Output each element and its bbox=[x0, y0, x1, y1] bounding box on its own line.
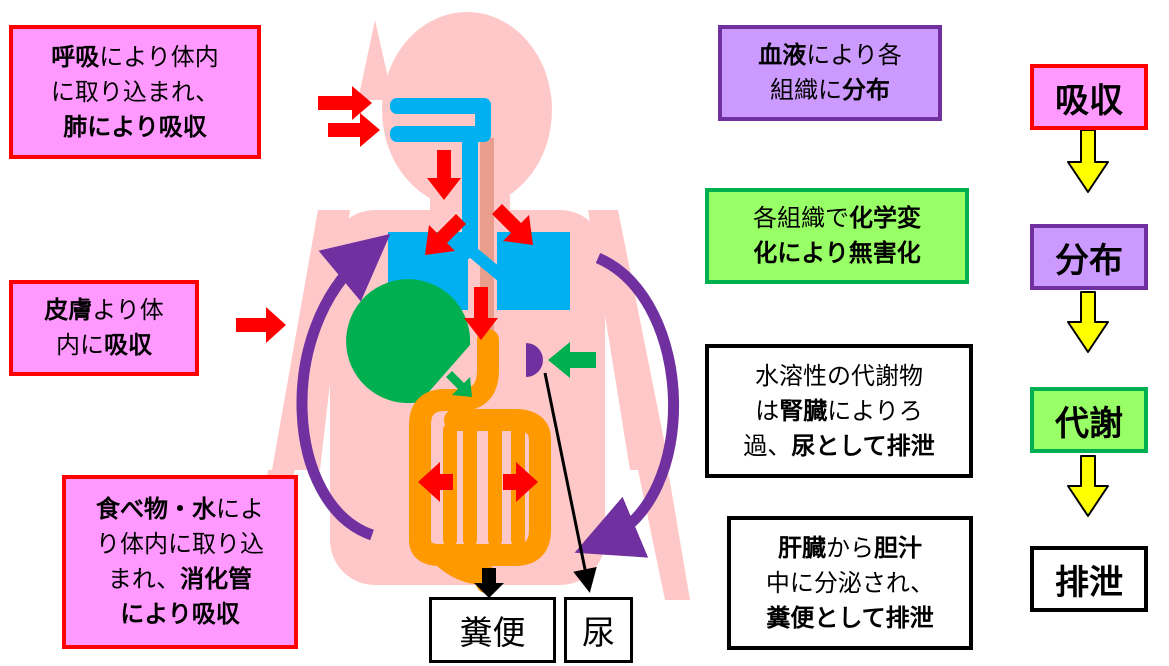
text-line: 中に分泌され、 bbox=[765, 568, 935, 597]
process-arrows bbox=[1067, 129, 1109, 517]
text-liver: 肝臓 bbox=[778, 533, 826, 562]
text-line: から bbox=[826, 533, 874, 562]
text-line: によ bbox=[216, 495, 264, 523]
text-line: によりろ bbox=[827, 396, 923, 425]
text-line: り体内に取り込 bbox=[96, 530, 264, 558]
stage-metabolism: 代謝 bbox=[1030, 387, 1148, 453]
text-feces-excretion: 糞便として排泄 bbox=[766, 603, 934, 632]
text-detoxified: 化により無害化 bbox=[753, 239, 921, 267]
text-blood: 血液 bbox=[758, 41, 807, 69]
text-line: に取り込まれ、 bbox=[50, 77, 220, 106]
stage-distribution: 分布 bbox=[1030, 224, 1148, 290]
stage-absorption: 吸収 bbox=[1030, 64, 1148, 130]
text-line: 内に bbox=[56, 331, 104, 359]
text-line: は bbox=[755, 396, 780, 425]
text-line: により各 bbox=[806, 41, 902, 69]
text-urine-excretion: 尿として排泄 bbox=[791, 431, 935, 460]
text-line: まれ、 bbox=[107, 565, 181, 593]
box-liver-excretion: 肝臓から胆汁 中に分泌され、 糞便として排泄 bbox=[727, 516, 973, 650]
excretion-arrows bbox=[474, 372, 597, 598]
text-chemical-change: 化学変 bbox=[849, 204, 921, 232]
text-skin: 皮膚 bbox=[44, 296, 93, 324]
circulation-arrow-down bbox=[574, 252, 680, 558]
circulation-arrow-up bbox=[296, 233, 391, 541]
text-line: により吸収 bbox=[120, 600, 240, 628]
text-absorbed: 吸収 bbox=[104, 331, 152, 359]
stage-excretion: 排泄 bbox=[1030, 546, 1148, 612]
text-line: 組織に bbox=[770, 76, 842, 104]
text-respiration: 呼吸 bbox=[51, 42, 100, 71]
box-tissue-metabolism: 各組織で化学変 化により無害化 bbox=[705, 188, 969, 284]
text-distribution: 分布 bbox=[842, 76, 890, 104]
text-line: 各組織で bbox=[753, 204, 849, 232]
output-feces: 糞便 bbox=[429, 597, 556, 663]
text-line: により体内 bbox=[99, 42, 219, 71]
text-kidney: 腎臓 bbox=[779, 396, 828, 425]
text-line: 水溶性の代謝物 bbox=[755, 361, 923, 390]
box-kidney-excretion: 水溶性の代謝物 は腎臓によりろ 過、尿として排泄 bbox=[705, 344, 973, 478]
box-skin-absorption: 皮膚より体 内に吸収 bbox=[9, 280, 199, 376]
text-bile: 胆汁 bbox=[874, 533, 922, 562]
text-digestive-tract: 消化管 bbox=[180, 565, 253, 593]
liver bbox=[346, 279, 471, 404]
right-lung bbox=[497, 232, 570, 310]
text-line: より体 bbox=[92, 296, 164, 324]
text-food-water: 食べ物・水 bbox=[96, 495, 216, 523]
text-line: 過、 bbox=[743, 431, 792, 460]
kidney bbox=[526, 343, 543, 377]
box-blood-distribution: 血液により各 組織に分布 bbox=[718, 25, 942, 121]
red-arrows bbox=[236, 86, 538, 502]
output-urine: 尿 bbox=[564, 597, 633, 663]
box-lung-absorption: 呼吸により体内 に取り込まれ、 肺により吸収 bbox=[9, 25, 261, 159]
box-digestive-absorption: 食べ物・水によ り体内に取り込 まれ、消化管 により吸収 bbox=[62, 475, 298, 649]
text-lung-absorbed: 肺により吸収 bbox=[63, 112, 207, 141]
green-arrows bbox=[446, 342, 596, 397]
